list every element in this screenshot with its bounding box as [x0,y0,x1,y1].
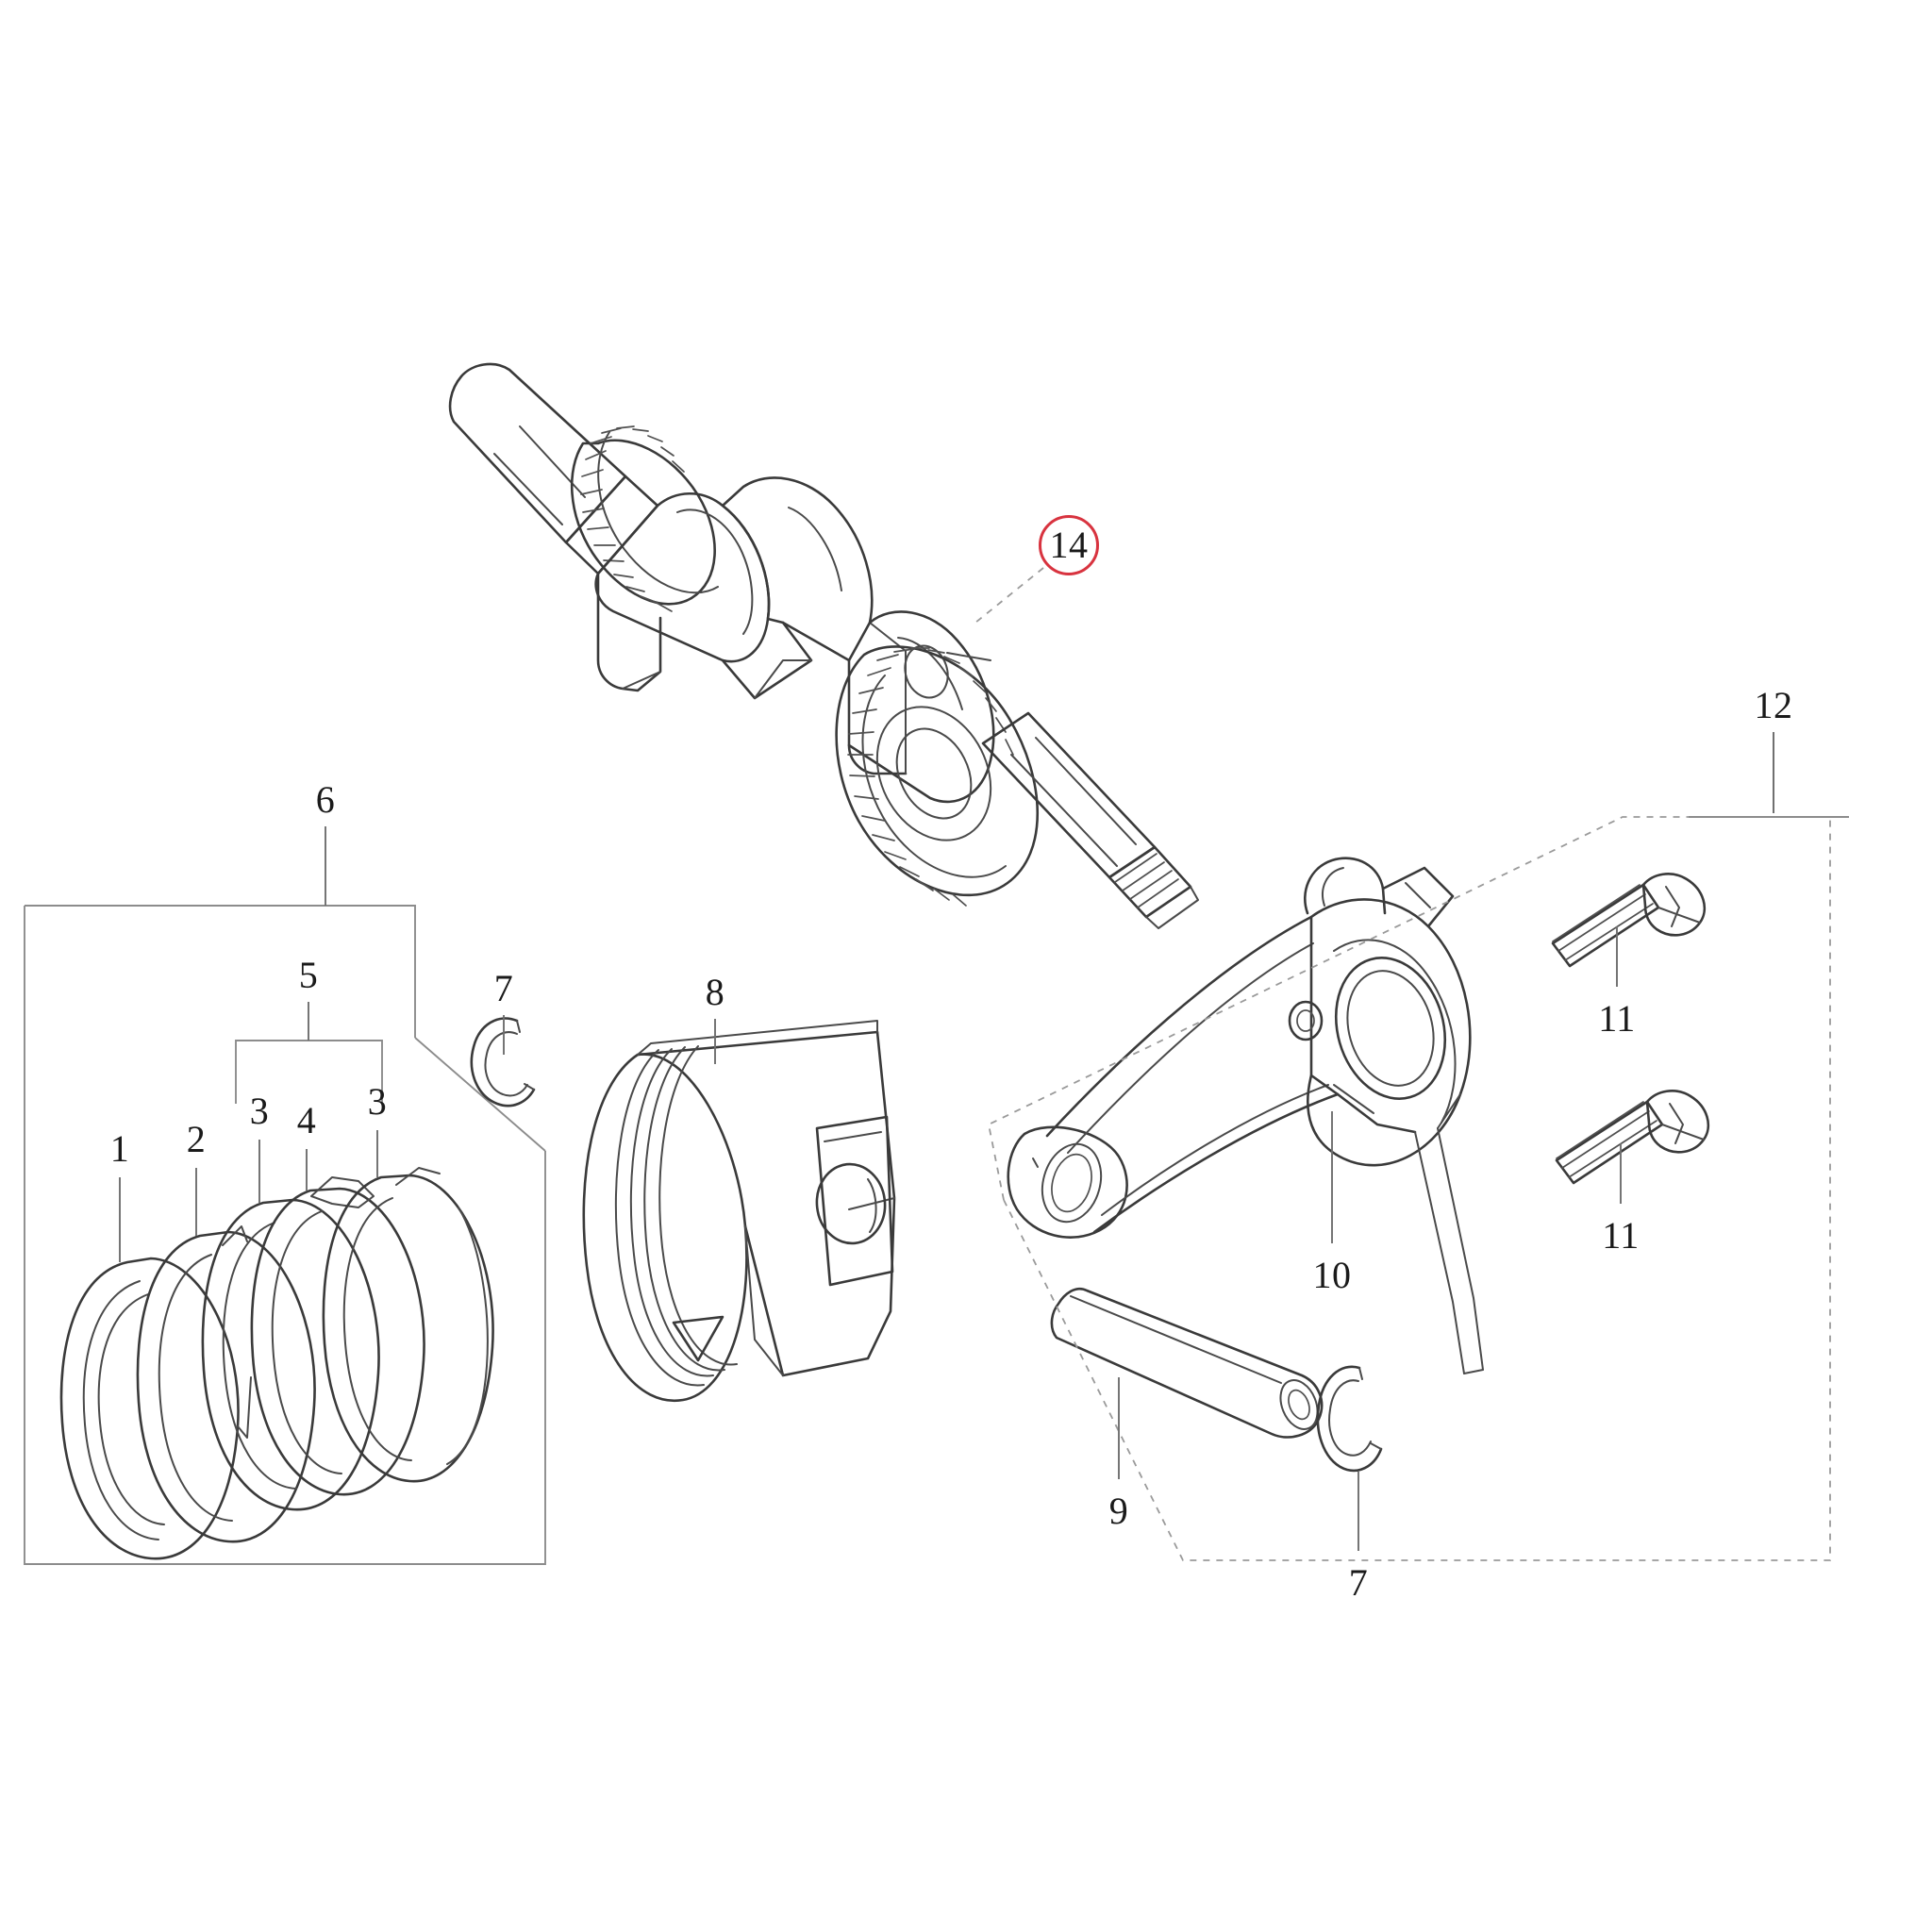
piston-pin-circlip-right [1316,1365,1383,1473]
callout-12[interactable]: 12 [1754,684,1793,726]
piston-part [582,1020,896,1403]
connecting-rod-bolt-upper [1551,873,1707,968]
callout-1[interactable]: 1 [109,1127,130,1170]
callout-6[interactable]: 6 [315,778,336,821]
callout-4[interactable]: 4 [296,1099,317,1141]
callout-11a[interactable]: 11 [1598,997,1636,1040]
callout-8[interactable]: 8 [705,971,725,1013]
callout-5[interactable]: 5 [298,954,319,996]
connecting-rod-bolt-lower [1555,1090,1710,1185]
highlight-ring-14 [1039,515,1099,575]
callout-3b[interactable]: 3 [367,1080,388,1123]
callout-11b[interactable]: 11 [1602,1214,1640,1257]
piston-rings-group [59,1167,494,1560]
crankshaft-part [448,362,1199,929]
callout-10[interactable]: 10 [1312,1254,1352,1296]
callout-9[interactable]: 9 [1108,1490,1129,1532]
connecting-rod-part [1007,857,1484,1374]
callout-3a[interactable]: 3 [249,1090,270,1132]
piston-pin-circlip-left [470,1017,536,1108]
piston-pin-part [1050,1287,1324,1439]
callout-7b[interactable]: 7 [1348,1561,1369,1604]
bracket-piston-ring-set [24,905,546,1565]
callout-7a[interactable]: 7 [493,967,514,1009]
callout-2[interactable]: 2 [186,1118,207,1160]
callout-14[interactable]: 14 [1049,524,1089,566]
callout-leaders [119,567,1774,1551]
